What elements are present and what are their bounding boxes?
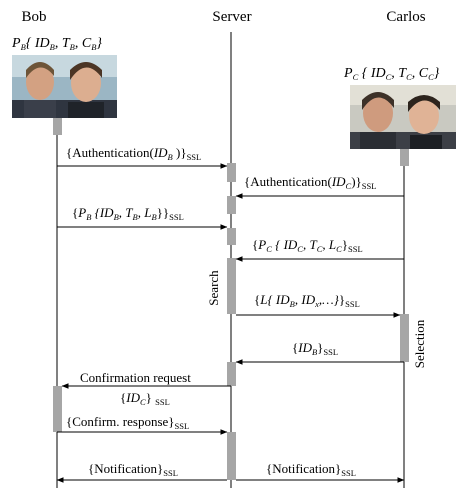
msg-label-notification-bob: {Notification}SSL — [88, 461, 178, 478]
server-activation-bar — [227, 432, 236, 480]
msg-label-bob-auth: {Authentication(IDB )}SSL — [66, 145, 201, 162]
bob-photo — [12, 55, 117, 118]
bob-activation-bar — [53, 386, 62, 432]
carlos-credential: PC { IDC, TC, CC} — [343, 66, 440, 82]
msg-label-carlos-auth: {Authentication(IDC)}SSL — [244, 174, 376, 191]
carlos-activation-bar — [400, 149, 409, 166]
carlos-photo — [350, 85, 456, 149]
msg-label-list: {L{ IDB, IDx,…}}SSL — [254, 292, 360, 309]
selection-label: Selection — [412, 319, 427, 368]
participant-bob: Bob — [21, 9, 46, 25]
msg-label-confirm-response: {Confirm. response}SSL — [66, 414, 189, 431]
msg-label-confirmation-request: Confirmation request — [80, 370, 191, 385]
server-activation-bar — [227, 228, 236, 245]
participant-server: Server — [212, 9, 251, 25]
msg-label-notification-carlos: {Notification}SSL — [266, 461, 356, 478]
server-activation-bar — [227, 362, 236, 386]
search-activation-bar — [227, 258, 236, 314]
search-label: Search — [206, 270, 221, 306]
bob-activation-bar — [53, 118, 62, 135]
msg-label-confirmation-id: {IDC} SSL — [120, 390, 170, 407]
msg-label-bob-profile: {PB {IDB, TB, LB}}SSL — [72, 205, 184, 222]
msg-label-selection: {IDB}SSL — [292, 340, 338, 357]
selection-activation-bar — [400, 314, 409, 362]
msg-label-carlos-profile: {PC { IDC, TC, LC}SSL — [252, 237, 363, 254]
server-activation-bar — [227, 196, 236, 214]
bob-credential: PB{ IDB, TB, CB} — [11, 36, 102, 52]
server-activation-bar — [227, 163, 236, 182]
participant-carlos: Carlos — [386, 9, 425, 25]
